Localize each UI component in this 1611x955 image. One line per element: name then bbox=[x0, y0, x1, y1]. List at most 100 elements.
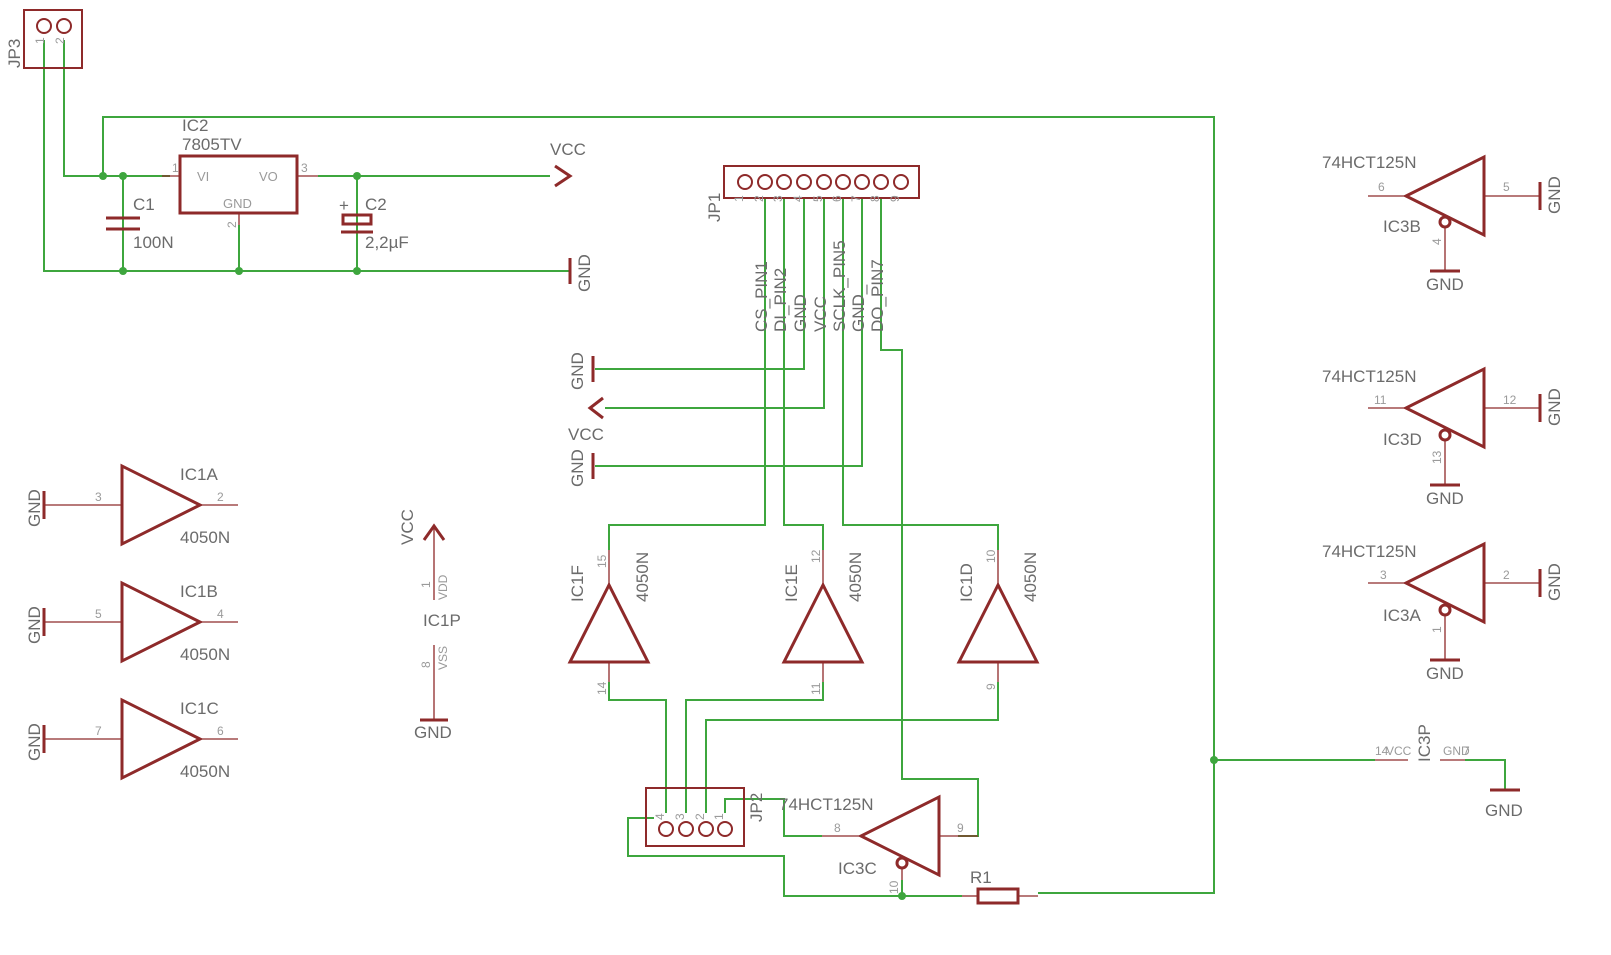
schematic-label: 9 bbox=[957, 821, 964, 835]
schematic-label: GND bbox=[1426, 489, 1464, 508]
schematic-label: DO_PIN7 bbox=[868, 259, 887, 332]
schematic-label: 7 bbox=[95, 724, 102, 738]
junction-dot bbox=[119, 172, 127, 180]
schematic-label: 12 bbox=[1503, 393, 1517, 407]
schematic-label: 5 bbox=[1503, 180, 1510, 194]
wire-jp3-pin2 bbox=[63, 40, 170, 177]
schematic-label: 74HCT125N bbox=[779, 795, 874, 814]
schematic-label: 7 bbox=[1463, 744, 1470, 758]
schematic-label: VCC bbox=[568, 425, 604, 444]
schematic-label: 1 bbox=[1430, 626, 1444, 633]
wire-jp3-pin1 bbox=[43, 40, 570, 272]
ic1p-power: VCC 1 VDD IC1P 8 VSS GND bbox=[398, 509, 461, 742]
schematic-label: GND bbox=[1545, 388, 1564, 426]
junction-dot bbox=[99, 172, 107, 180]
schematic-label: 3 bbox=[95, 490, 102, 504]
schematic-label: C1 bbox=[133, 195, 155, 214]
schematic-label: GND bbox=[414, 723, 452, 742]
junction-dot bbox=[1210, 756, 1218, 764]
schematic-label: 8 bbox=[419, 661, 433, 668]
schematic-label: GND bbox=[223, 196, 252, 211]
schematic-label: IC3C bbox=[838, 859, 877, 878]
schematic-label: 2 bbox=[53, 37, 67, 44]
schematic-label: GND bbox=[25, 723, 44, 761]
schematic-label: C2 bbox=[365, 195, 387, 214]
r1-resistor: R1 bbox=[962, 868, 1038, 905]
schematic-label: GND bbox=[568, 352, 587, 390]
schematic-label: VSS bbox=[436, 646, 450, 670]
wire-gnd2 bbox=[595, 197, 863, 467]
schematic-label: GND bbox=[568, 449, 587, 487]
wire-cs bbox=[608, 197, 766, 550]
schematic-label: GND bbox=[1545, 563, 1564, 601]
junction-dot bbox=[353, 267, 361, 275]
schematic-label: VI bbox=[197, 169, 209, 184]
ic1e-buffer: 12 11 IC1E 4050N bbox=[781, 549, 865, 695]
schematic-label: 74HCT125N bbox=[1322, 367, 1417, 386]
schematic-label: 15 bbox=[595, 554, 609, 568]
schematic-label: GND bbox=[1485, 801, 1523, 820]
jp1-connector: 1 2 3 4 5 6 7 8 9 JP1 CS_PIN1 DI_PIN2 GN… bbox=[705, 165, 920, 332]
schematic-label: IC1D bbox=[957, 563, 976, 602]
c1-capacitor: C1 100N bbox=[106, 195, 174, 252]
schematic-label: 3 bbox=[771, 195, 785, 202]
schematic-label: 7 bbox=[849, 195, 863, 202]
wire-ic1e-out bbox=[685, 682, 824, 813]
schematic-label: IC1P bbox=[423, 611, 461, 630]
ic3p-power: 14 VCC IC3P GND 7 GND bbox=[1375, 724, 1523, 820]
schematic-label: 4050N bbox=[1021, 552, 1040, 602]
schematic-label: 2 bbox=[1503, 568, 1510, 582]
schematic-label: R1 bbox=[970, 868, 992, 887]
schematic-label: DI_PIN2 bbox=[771, 268, 790, 332]
schematic-label: IC3B bbox=[1383, 217, 1421, 236]
schematic-label: IC3A bbox=[1383, 606, 1421, 625]
schematic-label: 12 bbox=[809, 549, 823, 563]
gnd-symbol: GND bbox=[568, 449, 595, 487]
schematic-label: IC1F bbox=[568, 565, 587, 602]
wire-do bbox=[880, 197, 979, 837]
schematic-label: 8 bbox=[868, 195, 882, 202]
schematic-label: 4 bbox=[653, 813, 667, 820]
jp2-label: JP2 bbox=[747, 793, 766, 822]
vcc-supply-symbol: VCC bbox=[568, 396, 604, 444]
schematic-label: + bbox=[339, 196, 349, 215]
schematic-label: 1 bbox=[732, 195, 746, 202]
schematic-label: 4050N bbox=[846, 552, 865, 602]
wire-gnd1 bbox=[595, 197, 805, 370]
schematic-label: GND bbox=[25, 606, 44, 644]
schematic-label: GND bbox=[1443, 744, 1470, 758]
schematic-label: SCLK_PIN5 bbox=[830, 240, 849, 332]
wire-jp2-pin4 bbox=[627, 817, 903, 897]
schematic-label: 4 bbox=[791, 195, 805, 202]
schematic-label: 8 bbox=[834, 821, 841, 835]
schematic-label: 4 bbox=[217, 607, 224, 621]
wire-vcc bbox=[605, 197, 825, 409]
schematic-label: 100N bbox=[133, 233, 174, 252]
wire-ic1d-out bbox=[705, 682, 999, 813]
schematic-label: GND bbox=[1426, 664, 1464, 683]
schematic-label: 11 bbox=[1374, 393, 1387, 407]
wire-sclk bbox=[842, 197, 999, 550]
ic3b-buffer: GND GND 6 5 4 74HCT125N IC3B bbox=[1322, 153, 1564, 294]
c2-capacitor: + C2 2,2µF bbox=[339, 195, 409, 252]
ic1d-buffer: 10 9 IC1D 4050N bbox=[956, 549, 1040, 690]
schematic-label: IC3D bbox=[1383, 430, 1422, 449]
schematic-label: 2 bbox=[225, 221, 239, 228]
junctions bbox=[99, 172, 1218, 900]
schematic-label: IC1E bbox=[782, 564, 801, 602]
schematic-label: GND bbox=[1545, 176, 1564, 214]
junction-dot bbox=[353, 172, 361, 180]
schematic-label: VDD bbox=[436, 574, 450, 600]
ic3c-buffer: 8 9 10 74HCT125N IC3C bbox=[779, 794, 978, 894]
schematic-label: 1 bbox=[172, 161, 179, 175]
schematic-label: 2 bbox=[693, 813, 707, 820]
schematic-label: VCC bbox=[398, 509, 417, 545]
wire-ic1f-out bbox=[608, 682, 667, 813]
schematic-label: 4 bbox=[1430, 238, 1444, 245]
schematic-label: 13 bbox=[1430, 450, 1444, 464]
schematic-label: GND bbox=[575, 254, 594, 292]
schematic-label: IC1C bbox=[180, 699, 219, 718]
jp3-label: JP3 bbox=[5, 39, 24, 68]
schematic-label: GND bbox=[25, 489, 44, 527]
